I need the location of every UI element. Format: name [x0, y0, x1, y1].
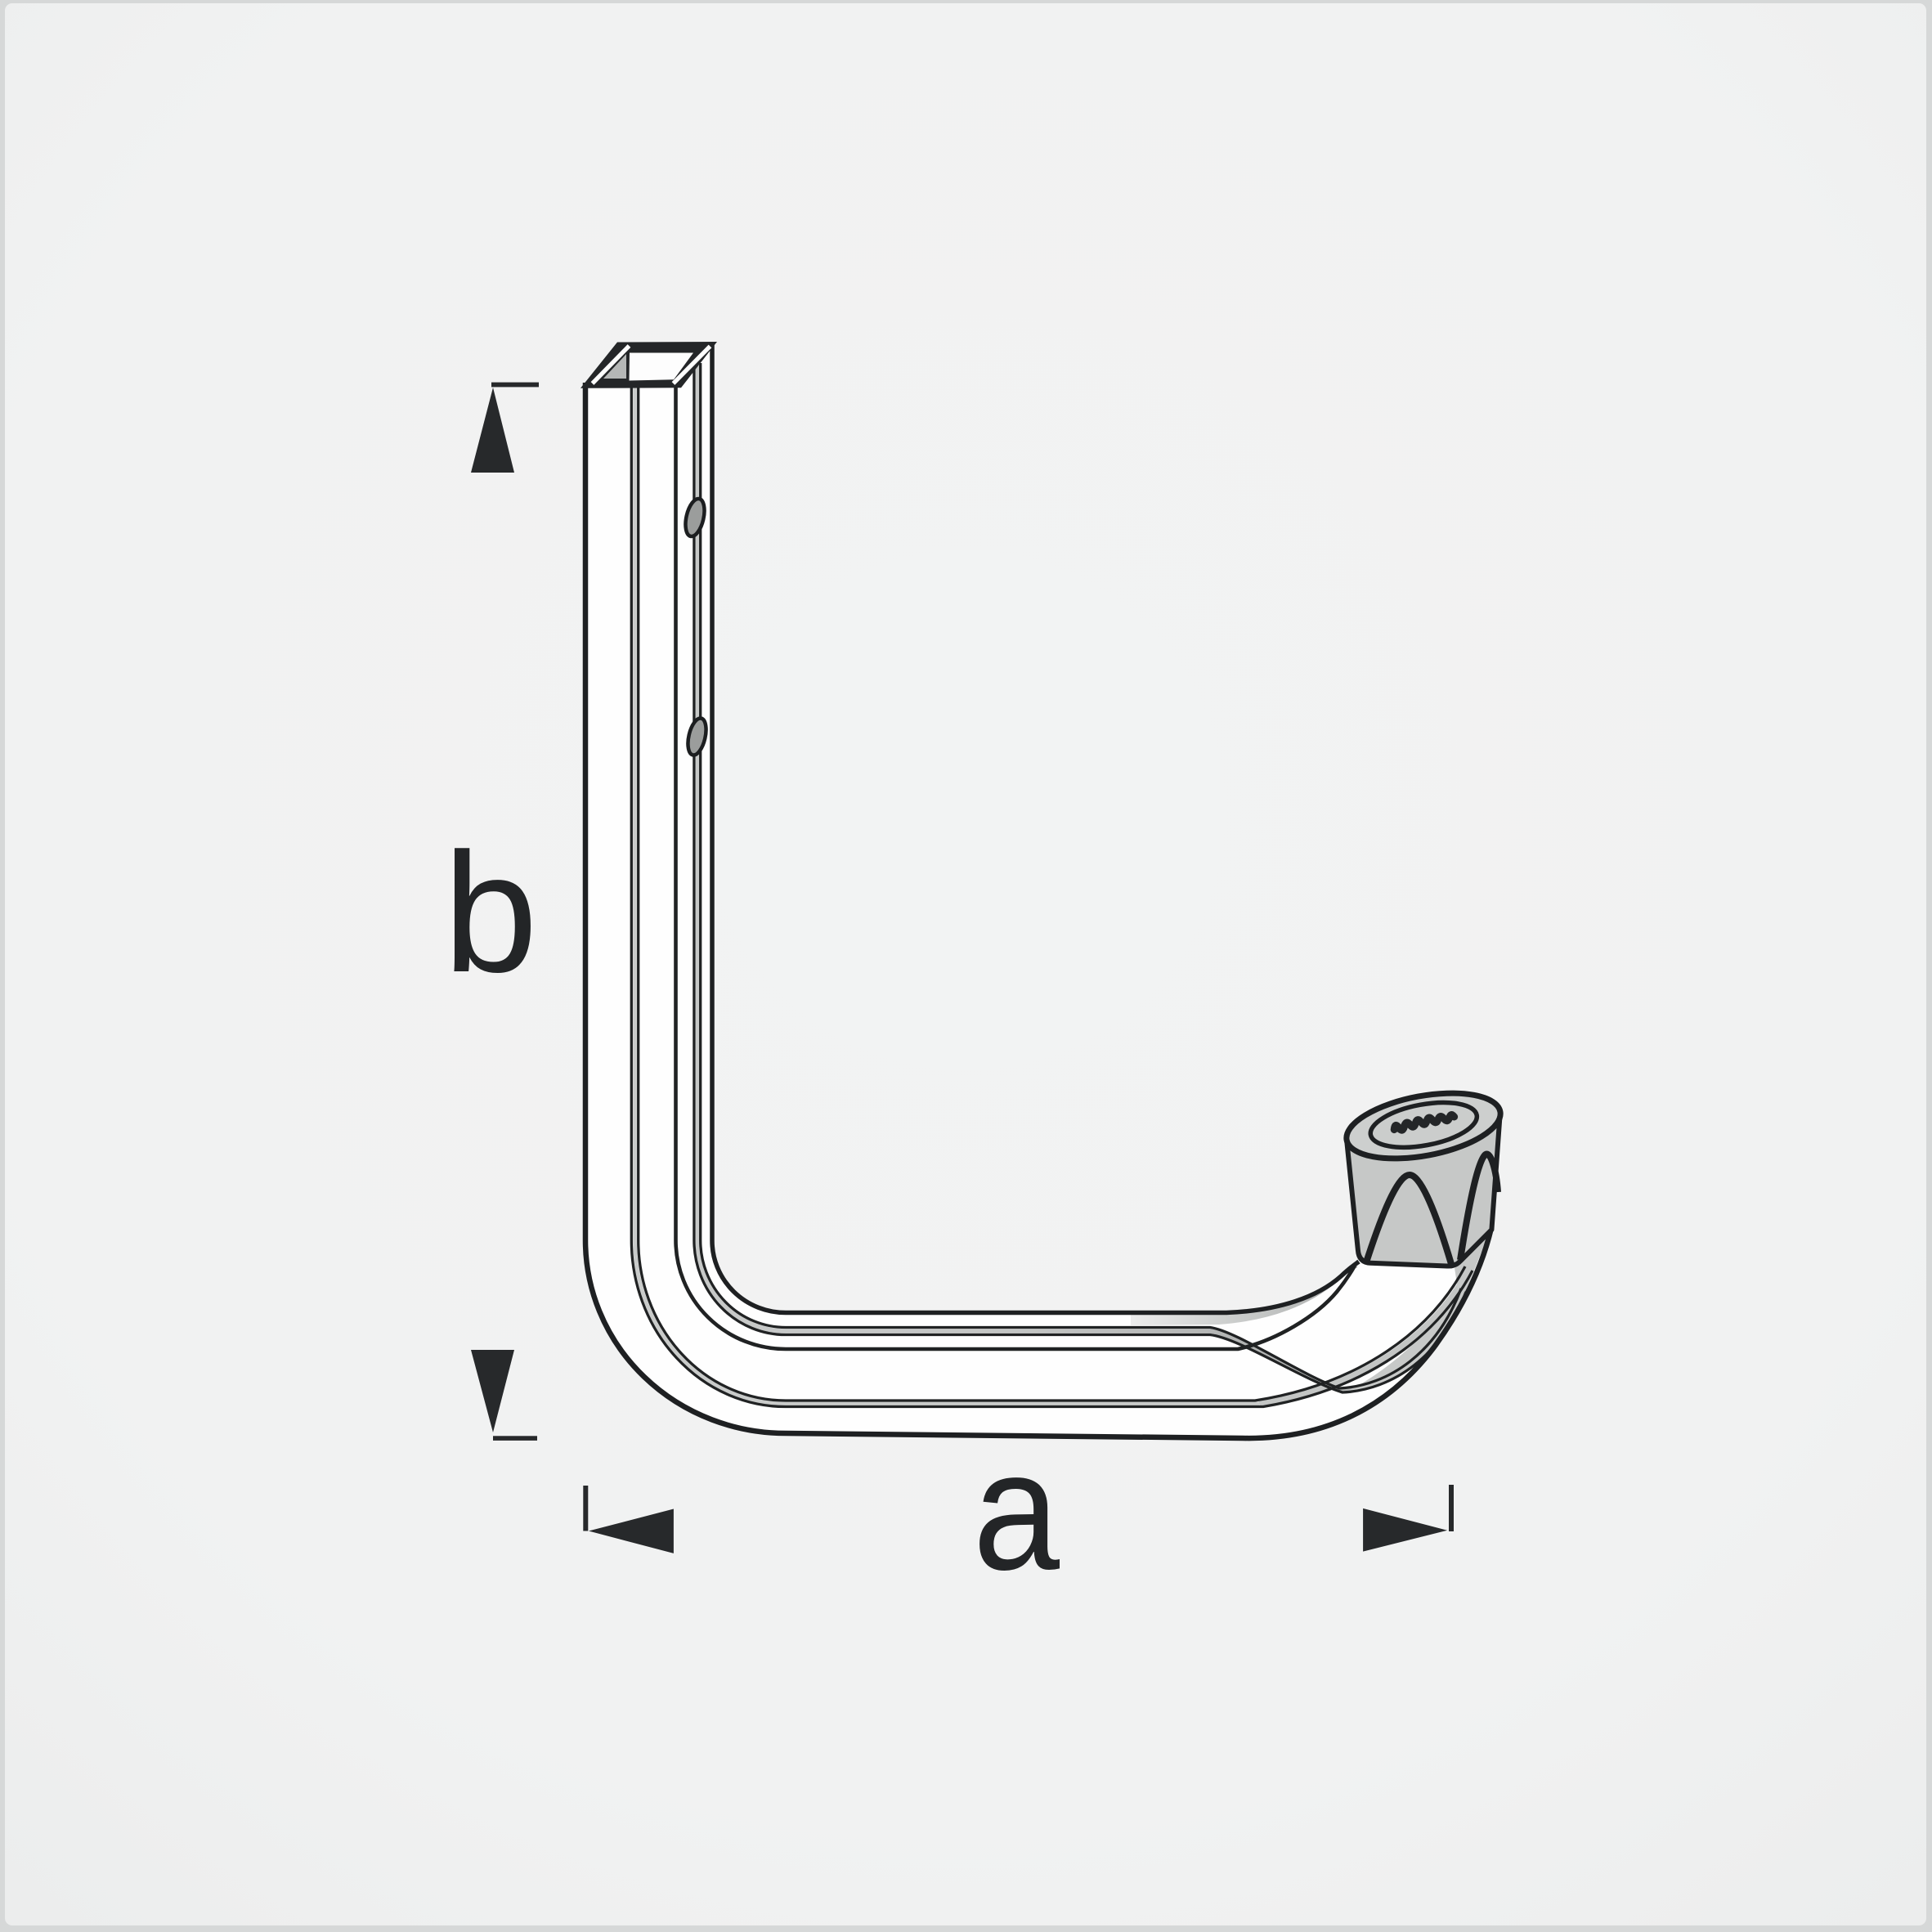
svg-text:b: b	[443, 818, 538, 1008]
svg-text:a: a	[973, 1416, 1060, 1606]
